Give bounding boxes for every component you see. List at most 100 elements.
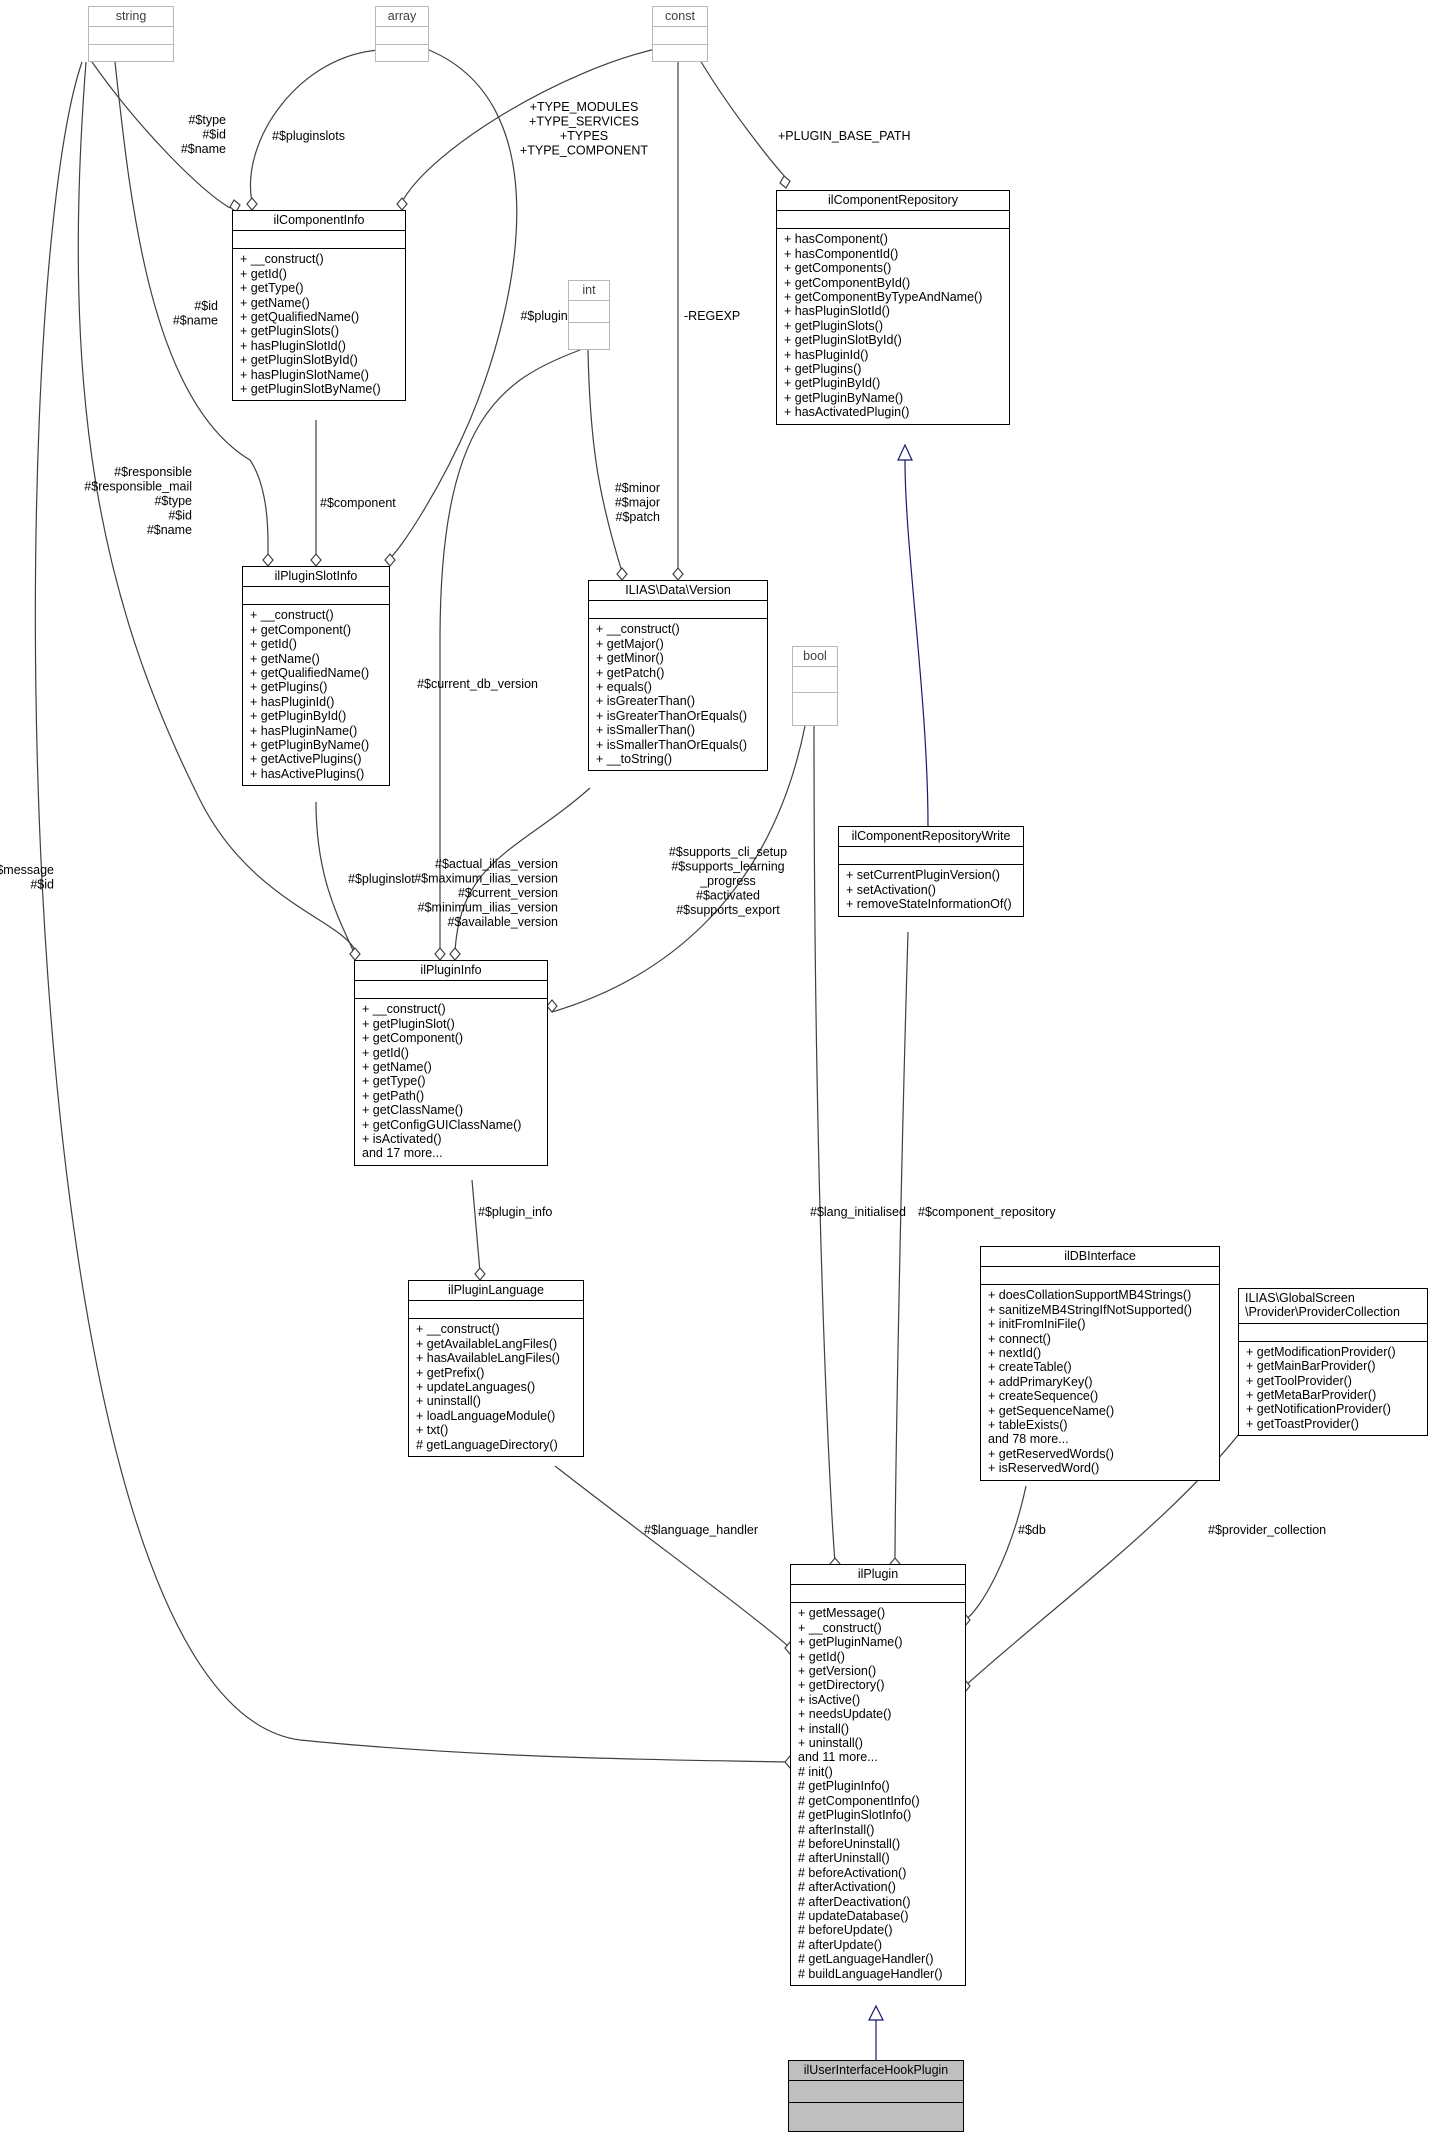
edge-string-plugininfo <box>77 61 356 951</box>
member-line: + getPluginName() <box>798 1635 903 1650</box>
edge-label: #$id <box>194 299 218 313</box>
member-line: + getType() <box>240 281 304 296</box>
member-line: + getPluginSlotById() <box>240 353 358 368</box>
member-line: and 17 more... <box>362 1146 443 1161</box>
member-line: + getName() <box>250 651 320 666</box>
class-title: ilPluginSlotInfo <box>274 569 358 583</box>
member-line: # afterUninstall() <box>798 1851 890 1866</box>
class-ilComponentRepository[interactable]: ilComponentRepository + hasComponent()+ … <box>776 190 1010 425</box>
class-title: ilComponentInfo <box>273 213 365 227</box>
member-line: + uninstall() <box>798 1736 863 1751</box>
class-version[interactable]: ILIAS\Data\Version + __construct()+ getM… <box>588 580 768 772</box>
attrs-section <box>653 26 707 44</box>
member-line: + hasPluginId() <box>250 694 335 709</box>
member-line: + getPrefix() <box>416 1365 485 1380</box>
member-line: + getToolProvider() <box>1246 1373 1352 1388</box>
member-line: + getId() <box>250 637 297 652</box>
class-ilUserInterfaceHookPlugin[interactable]: ilUserInterfaceHookPlugin <box>788 2060 964 2132</box>
diamond-componentinfo-left <box>229 199 241 213</box>
diamond-plugininfo-mid <box>434 947 446 961</box>
class-string[interactable]: string <box>88 6 174 62</box>
class-title: ilPlugin <box>857 1567 899 1581</box>
class-title: ilUserInterfaceHookPlugin <box>803 2063 949 2077</box>
member-line: + getPluginSlots() <box>240 324 340 339</box>
edge-label: +TYPE_SERVICES <box>529 115 639 129</box>
edge-label: #$pluginslot <box>348 872 415 886</box>
member-line: + hasAvailableLangFiles() <box>416 1351 560 1366</box>
member-line: + loadLanguageModule() <box>416 1408 556 1423</box>
edge-bool-plugininfo <box>551 725 806 1013</box>
diamond-language <box>474 1267 486 1281</box>
methods-section <box>89 44 173 62</box>
class-ilPluginLanguage[interactable]: ilPluginLanguage + __construct()+ getAva… <box>408 1280 584 1458</box>
member-line: + createSequence() <box>988 1389 1099 1404</box>
methods-section: + hasComponent()+ hasComponentId()+ getC… <box>777 228 1009 423</box>
edge-label: #$maximum_ilias_version <box>414 872 558 886</box>
class-ilComponentInfo[interactable]: ilComponentInfo + __construct()+ getId()… <box>232 210 406 402</box>
member-line: + getComponentById() <box>784 275 911 290</box>
class-title: bool <box>803 649 827 663</box>
member-line: + uninstall() <box>416 1394 481 1409</box>
class-title: int <box>582 283 596 297</box>
member-line: + getMainBarProvider() <box>1246 1359 1376 1374</box>
member-line: # beforeUninstall() <box>798 1836 901 1851</box>
member-line: + __construct() <box>240 252 324 267</box>
member-line: + hasPluginId() <box>784 347 869 362</box>
member-line: + createTable() <box>988 1360 1072 1375</box>
member-line: + isActive() <box>798 1692 861 1707</box>
methods-section <box>569 322 609 344</box>
class-ilPluginSlotInfo[interactable]: ilPluginSlotInfo + __construct()+ getCom… <box>242 566 390 787</box>
edge-const-componentinfo <box>401 47 661 203</box>
edge-label: +TYPE_COMPONENT <box>520 144 649 158</box>
member-line: + hasPluginSlotId() <box>784 304 890 319</box>
member-line: + getPlugins() <box>250 680 328 695</box>
member-line: + getActivePlugins() <box>250 752 362 767</box>
member-line: + hasPluginName() <box>250 723 358 738</box>
edge-slotinfo-plugininfo <box>315 801 356 956</box>
member-line: + hasActivatedPlugin() <box>784 405 910 420</box>
edge-label: #$activated <box>696 889 760 903</box>
member-line: + getPath() <box>362 1088 425 1103</box>
edge-label: #$id <box>168 509 192 523</box>
member-line: + isGreaterThan() <box>596 694 695 709</box>
class-bool[interactable]: bool <box>792 646 838 726</box>
edge-provider-plugin <box>964 1397 1266 1687</box>
diamond-slotinfo-right <box>384 553 396 567</box>
member-line: + getAvailableLangFiles() <box>416 1336 558 1351</box>
member-line: + __construct() <box>362 1002 446 1017</box>
edge-label: #$provider_collection <box>1208 1523 1326 1537</box>
edge-label: #$plugin_info <box>478 1205 552 1219</box>
class-int[interactable]: int <box>568 280 610 350</box>
edge-label: #$major <box>615 496 660 510</box>
class-ilComponentRepositoryWrite[interactable]: ilComponentRepositoryWrite + setCurrentP… <box>838 826 1024 917</box>
member-line: + __construct() <box>416 1322 500 1337</box>
class-providerCollection[interactable]: ILIAS\GlobalScreen \Provider\ProviderCol… <box>1238 1288 1428 1437</box>
edge-label: #$minimum_ilias_version <box>418 901 558 915</box>
member-line: + getId() <box>798 1649 845 1664</box>
methods-section: + __construct()+ getAvailableLangFiles()… <box>409 1318 583 1456</box>
class-const[interactable]: const <box>652 6 708 62</box>
class-ilDBInterface[interactable]: ilDBInterface + doesCollationSupportMB4S… <box>980 1246 1220 1481</box>
edge-label: #$name <box>147 523 192 537</box>
member-line: # beforeUpdate() <box>798 1923 893 1938</box>
title-line-1: ILIAS\GlobalScreen <box>1245 1291 1355 1305</box>
methods-section: + getModificationProvider()+ getMainBarP… <box>1239 1340 1427 1435</box>
member-line: # getLanguageDirectory() <box>416 1437 558 1452</box>
class-ilPlugin[interactable]: ilPlugin + getMessage()+ __construct()+ … <box>790 1564 966 1986</box>
member-line: + getComponent() <box>250 622 352 637</box>
member-line: + getComponentByTypeAndName() <box>784 290 983 305</box>
member-line: + hasComponent() <box>784 232 888 247</box>
member-line: + setCurrentPluginVersion() <box>846 868 1000 883</box>
edge-label: #$responsible <box>114 465 192 479</box>
edge-label: -REGEXP <box>684 309 740 323</box>
class-array[interactable]: array <box>375 6 429 62</box>
class-ilPluginInfo[interactable]: ilPluginInfo + __construct()+ getPluginS… <box>354 960 548 1166</box>
member-line: + needsUpdate() <box>798 1707 892 1722</box>
edge-label: #$supports_export <box>676 903 780 917</box>
member-line: + isSmallerThanOrEquals() <box>596 737 748 752</box>
edge-label: _progress <box>699 874 756 888</box>
member-line: and 78 more... <box>988 1432 1069 1447</box>
member-line: + getPluginSlotById() <box>784 333 902 348</box>
attrs-section <box>789 2080 963 2102</box>
member-line: + isGreaterThanOrEquals() <box>596 708 748 723</box>
